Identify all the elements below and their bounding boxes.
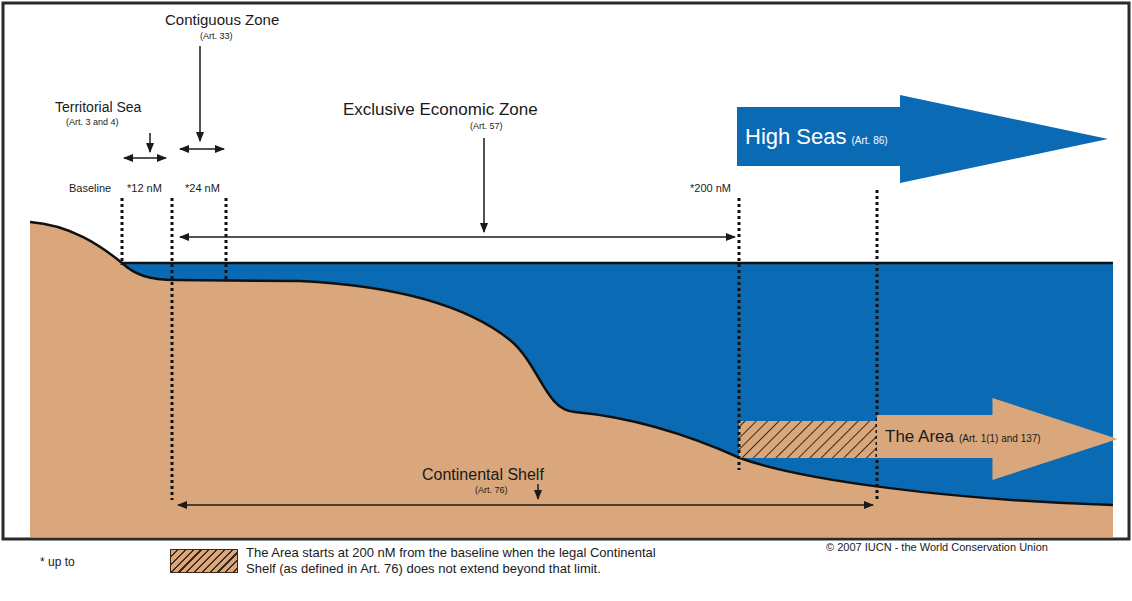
area-arrow: The Area (Art. 1(1) and 137) [877, 398, 1117, 480]
article-ref: (Art. 3 and 4) [66, 118, 119, 128]
limit-label: *12 nM [127, 182, 162, 194]
arrow-fill [877, 398, 1117, 480]
zone-limits [122, 190, 877, 500]
article-ref: (Art. 57) [470, 122, 503, 132]
article-ref: (Art. 76) [475, 486, 508, 496]
seabed [30, 222, 1113, 537]
area-hatch [739, 421, 877, 458]
seabed-outline [30, 222, 1113, 505]
node-text: The Area (Art. 1(1) and 137) [885, 427, 1041, 447]
article-ref: (Art. 33) [200, 32, 233, 42]
copyright: © 2007 IUCN - the World Conservation Uni… [826, 541, 1048, 553]
sea-surface [122, 262, 1113, 265]
high-seas-arrow: High Seas (Art. 86) [737, 95, 1108, 183]
zone-name: Exclusive Economic Zone [343, 101, 538, 120]
legend-text: The Area starts at 200 nM from the basel… [246, 545, 686, 578]
zone-name: Territorial Sea [55, 100, 141, 115]
limit-label: *24 nM [185, 182, 220, 194]
article-ref: (Art. 1(1) and 137) [959, 433, 1041, 444]
arrow-fill [737, 95, 1108, 183]
zone-name: The Area [885, 427, 954, 447]
node-text: High Seas (Art. 86) [745, 124, 888, 150]
article-ref: (Art. 86) [852, 135, 888, 146]
frame [3, 3, 1129, 539]
limit-label: *200 nM [690, 182, 731, 194]
zone-name: Continental Shelf [422, 466, 544, 484]
hatch-swatch [170, 549, 238, 573]
limit-label: Baseline [69, 182, 111, 194]
zone-name: High Seas [745, 124, 847, 150]
legend-entry: The Area starts at 200 nM from the basel… [170, 545, 686, 578]
footnote: * up to [40, 556, 75, 569]
zone-name: Contiguous Zone [165, 12, 279, 29]
